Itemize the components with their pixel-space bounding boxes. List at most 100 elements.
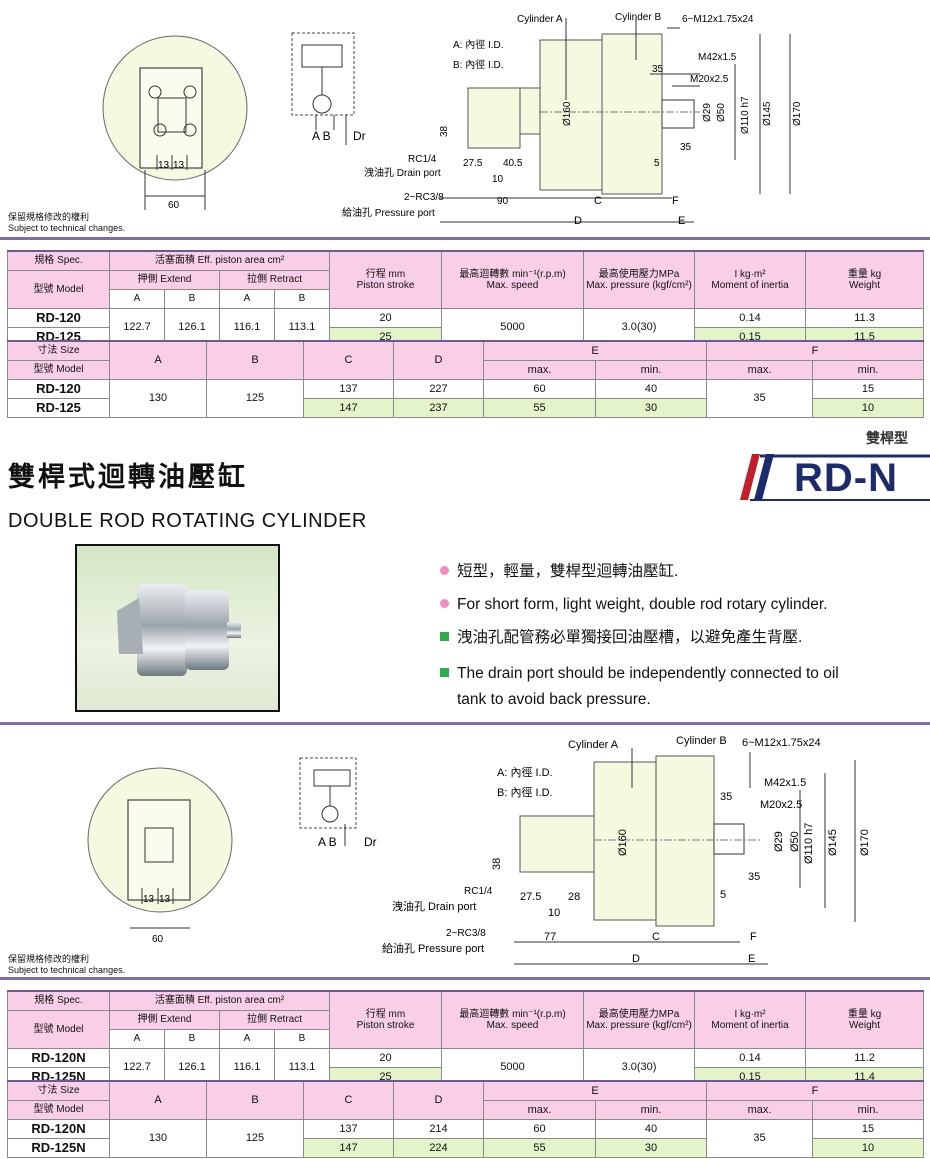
pink-dot-icon (440, 566, 449, 575)
pressure-cell: 3.0(30) (583, 307, 696, 347)
area-cn: 活塞面積 (154, 255, 195, 267)
dim-e: E (678, 215, 685, 227)
fmin-cell: 15 (811, 378, 925, 399)
page-title-en: DOUBLE ROD ROTATING CYLINDER (8, 510, 367, 532)
label-m42: M42x1.5 (764, 777, 806, 789)
label-a-id: A: 內徑 I.D. (497, 766, 553, 779)
model-cell: RD-120 (7, 307, 110, 328)
dim-d160: Ø160 (562, 101, 573, 126)
extend-a: 122.7 (109, 307, 165, 347)
dim-d50: Ø50 (716, 103, 727, 122)
dim-13b: 13 (173, 160, 185, 171)
model-badge (740, 454, 930, 501)
dim-40-5: 40.5 (503, 158, 523, 169)
note-en: Subject to technical changes. (8, 223, 126, 233)
spec-label: 規格 Spec. (7, 990, 110, 1011)
bullet-1: 短型，輕量，雙桿型迴轉油壓缸. (440, 559, 920, 585)
stroke-en: Piston stroke (356, 279, 415, 291)
dim-13b: 13 (159, 894, 171, 905)
model-cell: RD-120N (7, 1118, 110, 1139)
size-table-rdn: 寸法 Size A B C D E F 型號 Model max. min. m… (7, 1080, 925, 1158)
retract-b: 113.1 (273, 1047, 331, 1087)
a-cell: 130 (109, 378, 207, 418)
dim-d110: Ø110 h7 (740, 96, 751, 134)
e-max: max. (483, 1099, 596, 1120)
area-en: Eff. piston area (197, 255, 265, 267)
emax-cell: 55 (483, 1137, 596, 1158)
dim-60: 60 (168, 200, 180, 211)
stroke-cell: 20 (329, 307, 443, 328)
note-bottom: 保留規格修改的權利 Subject to technical changes. (8, 954, 125, 976)
d-cell: 214 (393, 1118, 484, 1139)
speed-en: Max. speed (486, 279, 539, 291)
note-top: 保留規格修改的權利 Subject to technical changes. (8, 212, 125, 234)
emin-cell: 30 (595, 1137, 707, 1158)
fmin-cell: 15 (811, 1118, 925, 1139)
col-e: E (483, 340, 707, 361)
col-f: F (705, 340, 925, 361)
retract-header: 拉側 Retract (218, 1009, 331, 1030)
bullet-text: The drain port should be independently c… (457, 665, 839, 682)
a-cell: 130 (109, 1118, 207, 1158)
pressure-cell: 3.0(30) (583, 1047, 696, 1087)
dim-35b: 35 (748, 871, 760, 883)
area-unit: cm² (267, 995, 285, 1007)
stroke-en: Piston stroke (356, 1019, 415, 1031)
green-square-icon (440, 668, 449, 677)
bullet-text: 洩油孔配管務必單獨接回油壓槽，以避免產生背壓. (457, 629, 803, 646)
size-label: 寸法 Size (7, 1080, 110, 1101)
col-a: A (109, 1028, 165, 1049)
speed-header: 最高迴轉數 min⁻¹(r.p.m)Max. speed (441, 250, 585, 309)
emin-cell: 40 (595, 378, 707, 399)
e-min: min. (595, 359, 707, 380)
c-cell: 147 (303, 397, 394, 418)
f-min: min. (811, 1099, 925, 1120)
label-dr: Dr (364, 835, 377, 849)
table-row: RD-125N 147 224 55 30 10 (7, 1137, 925, 1158)
model-label: 型號 Model (7, 1099, 110, 1120)
stroke-cn: 行程 mm (365, 268, 406, 280)
dim-c: C (594, 195, 602, 207)
col-b: B (164, 1028, 220, 1049)
size-label: 寸法 Size (7, 340, 110, 361)
label-rc14: RC1/4 (464, 886, 493, 897)
speed-cell: 5000 (441, 1047, 585, 1087)
side-view-top: Cylinder A Cylinder B 6~M12x1.75x24 A: 內… (342, 12, 803, 227)
dim-d29: Ø29 (773, 831, 785, 852)
fmax-cell: 35 (706, 1118, 813, 1158)
press-en: Max. pressure (kgf/cm²) (586, 1019, 692, 1031)
retract-b: 113.1 (273, 307, 331, 347)
f-max: max. (706, 1099, 813, 1120)
b-cell: 125 (206, 1118, 304, 1158)
dim-60: 60 (152, 934, 164, 945)
dim-13a: 13 (158, 160, 170, 171)
bullet-2: For short form, light weight, double rod… (440, 592, 920, 618)
dim-27-5: 27.5 (520, 891, 541, 903)
spec-table-rd: 規格 Spec. 活塞面積 Eff. piston area cm² 行程 mm… (7, 250, 925, 347)
dim-d145: Ø145 (762, 101, 773, 126)
area-en: Eff. piston area (197, 995, 265, 1007)
inertia-cell: 0.14 (694, 307, 807, 328)
type-label: 雙桿型 (866, 430, 908, 446)
dim-d170: Ø170 (859, 829, 871, 856)
extend-b: 126.1 (164, 307, 220, 347)
d-cell: 224 (393, 1137, 484, 1158)
retract-a: 116.1 (219, 1047, 275, 1087)
table-row: RD-120N 122.7 126.1 116.1 113.1 20 5000 … (7, 1047, 925, 1087)
col-d: D (393, 340, 484, 380)
dim-13a: 13 (143, 894, 155, 905)
dim-d110: Ø110 h7 (803, 823, 815, 864)
note-cn: 保留規格修改的權利 (8, 954, 90, 964)
dim-35a: 35 (720, 791, 732, 803)
dim-5: 5 (654, 158, 660, 169)
emin-cell: 40 (595, 1118, 707, 1139)
c-cell: 147 (303, 1137, 394, 1158)
hydraulic-symbol-top: A B Dr (291, 32, 366, 145)
col-c: C (303, 340, 394, 380)
label-pressure-port: 給油孔 Pressure port (382, 941, 484, 955)
